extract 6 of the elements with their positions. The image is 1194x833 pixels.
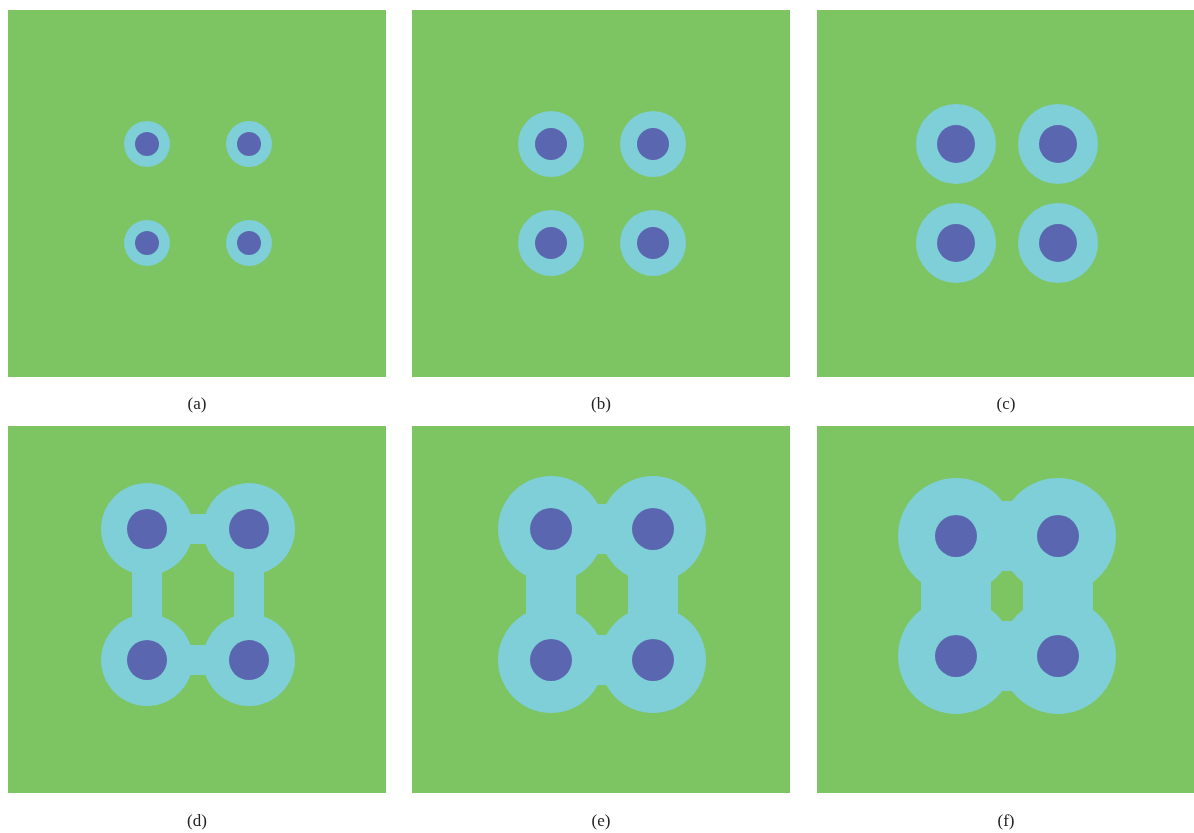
panel-label: (f) [996, 811, 1016, 831]
panel-label: (a) [186, 394, 208, 414]
panel-label: (b) [590, 394, 612, 414]
panel-label: (d) [186, 811, 208, 831]
panel-label: (e) [590, 811, 612, 831]
panel-label: (c) [995, 394, 1017, 414]
